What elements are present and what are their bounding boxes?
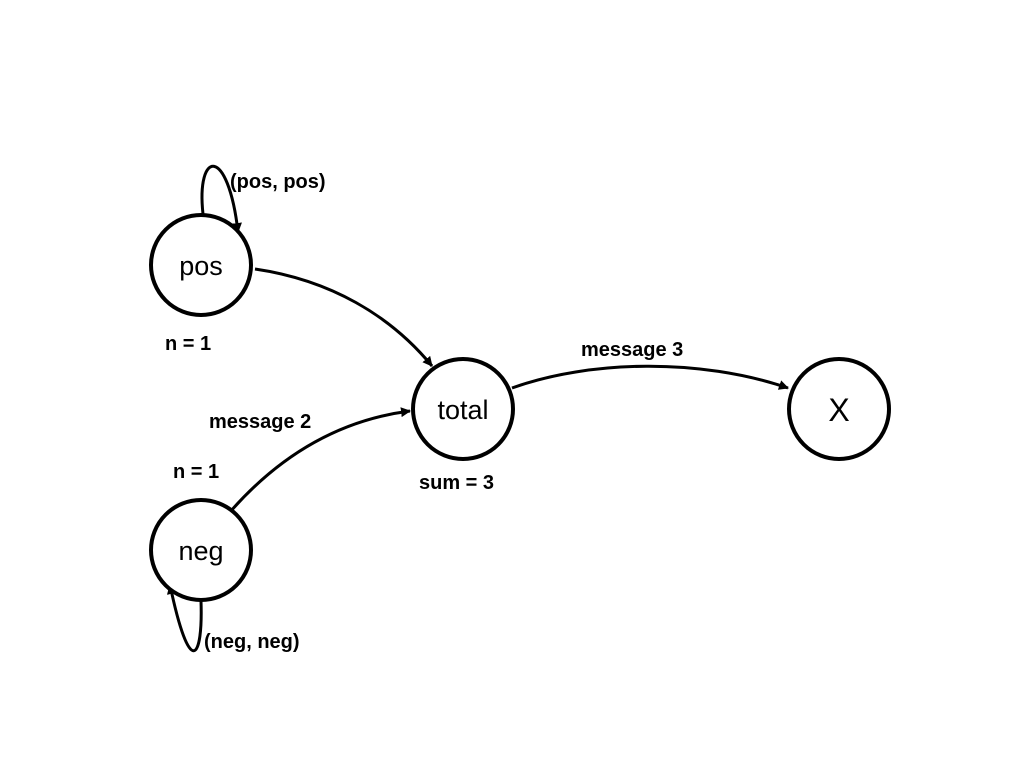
edge-neg-self-loop xyxy=(166,584,203,653)
annotation-neg-count: n = 1 xyxy=(173,461,219,483)
edge-label-message-3: message 3 xyxy=(581,339,683,361)
node-total: total xyxy=(411,357,515,461)
edge-label-message-2: message 2 xyxy=(209,411,311,433)
edge-label-neg-self: (neg, neg) xyxy=(204,631,300,653)
node-total-label: total xyxy=(437,395,488,425)
edge-total-to-x xyxy=(511,364,789,390)
edge-pos-self-loop xyxy=(200,164,242,233)
node-x: X xyxy=(787,357,891,461)
annotation-total-sum: sum = 3 xyxy=(419,472,494,494)
node-neg: neg xyxy=(149,498,253,602)
edge-neg-to-total xyxy=(228,407,411,513)
edge-label-pos-self: (pos, pos) xyxy=(230,171,326,193)
node-pos-label: pos xyxy=(179,251,223,281)
edge-pos-to-total xyxy=(254,267,434,367)
node-neg-label: neg xyxy=(178,536,223,566)
annotation-pos-count: n = 1 xyxy=(165,333,211,355)
node-pos: pos xyxy=(149,213,253,317)
node-x-label: X xyxy=(828,392,849,428)
